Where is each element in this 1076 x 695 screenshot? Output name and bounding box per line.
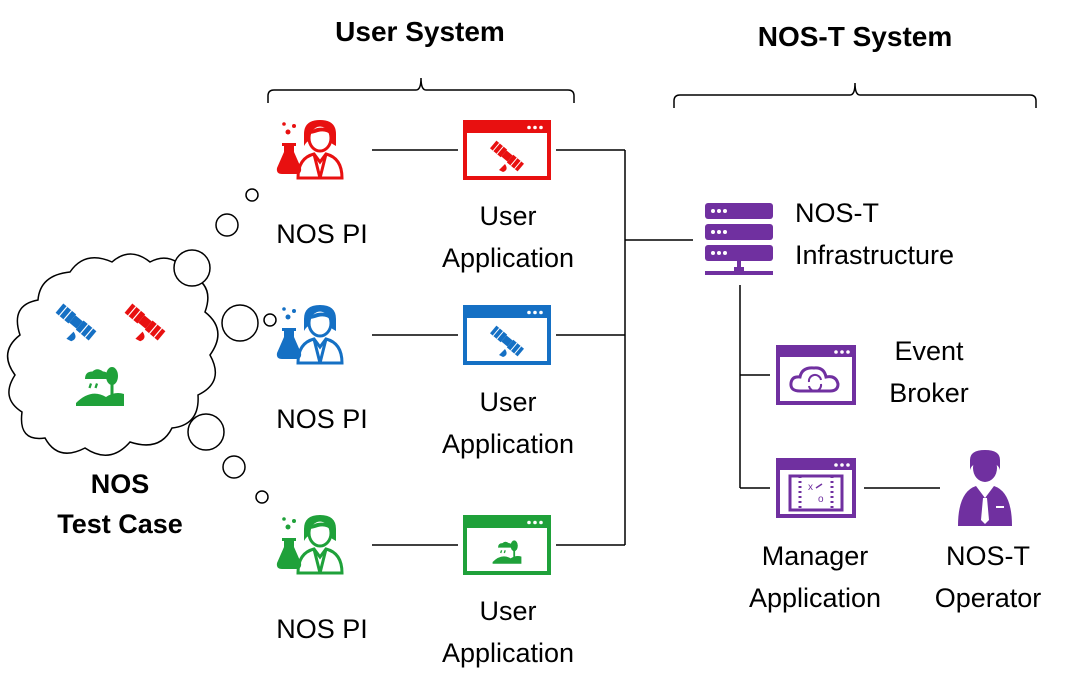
- user-app-line2: Application: [441, 243, 575, 273]
- nos-pi-label: NOS PI: [276, 404, 368, 434]
- operator-line1: NOS-T: [946, 541, 1030, 571]
- connectors: [372, 149, 940, 546]
- thought-bubble: [215, 213, 239, 237]
- thought-bubble: [263, 313, 277, 327]
- test-case-line1: NOS: [90, 469, 150, 499]
- strategy-board-icon: x o: [776, 458, 856, 518]
- user-app-line1: User: [479, 201, 537, 231]
- user-app-label: User Application: [418, 195, 598, 279]
- thought-cloud: [6, 188, 277, 504]
- test-case-label: NOS Test Case: [30, 464, 210, 544]
- thought-bubble: [222, 455, 246, 479]
- user-app-line2: Application: [441, 638, 575, 668]
- user-app-window-icon: [463, 120, 551, 180]
- scientist-icon: [275, 118, 344, 180]
- event-broker-line1: Event: [894, 336, 964, 366]
- infrastructure-line1: NOS-T: [795, 198, 879, 228]
- operator-line2: Operator: [934, 583, 1042, 613]
- user-app-window-icon: [463, 515, 551, 575]
- server-icon: [705, 203, 773, 275]
- scientist-icon: [275, 303, 344, 365]
- manager-app-line1: Manager: [761, 541, 869, 571]
- svg-text:x: x: [808, 482, 813, 493]
- thought-bubble: [255, 490, 269, 504]
- thought-bubble: [245, 188, 259, 202]
- test-case-line2: Test Case: [57, 509, 183, 539]
- event-broker-line2: Broker: [889, 378, 969, 408]
- user-app-label: User Application: [418, 381, 598, 465]
- thought-bubble: [221, 304, 259, 342]
- scientist-icon: [275, 513, 344, 575]
- nost-system-header: NOS-T System: [757, 21, 953, 52]
- user-system-brace: [267, 77, 575, 103]
- svg-text:o: o: [818, 494, 824, 505]
- nos-pi-label: NOS PI: [276, 219, 368, 249]
- operator-label: NOS-T Operator: [918, 535, 1058, 619]
- manager-app-line2: Application: [748, 583, 882, 613]
- user-app-line2: Application: [441, 429, 575, 459]
- infrastructure-line2: Infrastructure: [795, 240, 955, 270]
- infrastructure-label: NOS-T Infrastructure: [795, 192, 1025, 276]
- nost-system-brace: [673, 82, 1037, 108]
- operator-icon: [958, 450, 1012, 526]
- thought-bubble: [173, 249, 211, 287]
- user-system-header: User System: [335, 16, 505, 47]
- nos-pi-label: NOS PI: [276, 614, 368, 644]
- user-app-line1: User: [479, 387, 537, 417]
- cloud-sync-icon: [776, 345, 856, 405]
- user-app-line1: User: [479, 596, 537, 626]
- user-app-window-icon: [463, 305, 551, 365]
- manager-app-label: Manager Application: [725, 535, 905, 619]
- event-broker-label: Event Broker: [870, 330, 988, 414]
- user-app-label: User Application: [418, 590, 598, 674]
- thought-bubble: [187, 413, 225, 451]
